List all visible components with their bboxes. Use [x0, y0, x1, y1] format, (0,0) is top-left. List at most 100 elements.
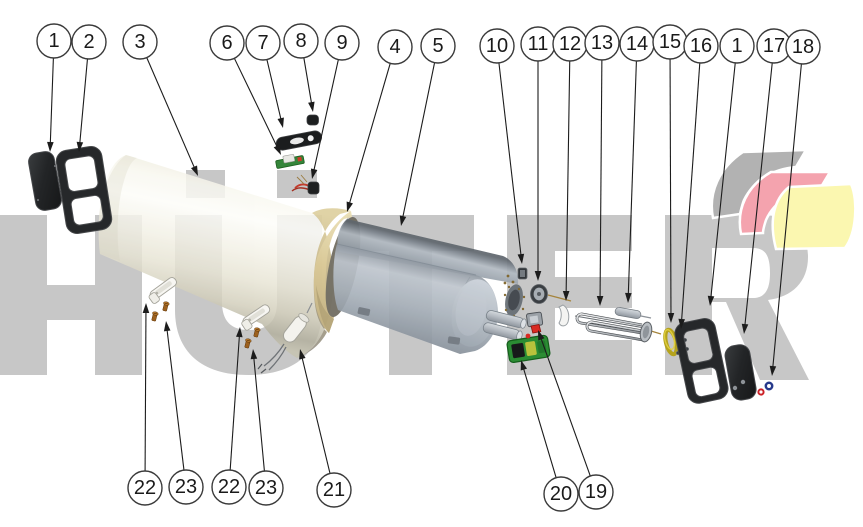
- callout-number: 11: [528, 33, 549, 55]
- part-pcb: [275, 154, 305, 169]
- leader-line: [146, 57, 196, 170]
- callout-number: 22: [218, 476, 240, 498]
- callout-circle: [479, 28, 515, 64]
- callout-circle: [127, 470, 163, 506]
- leader-arrowhead: [562, 290, 570, 301]
- part-clip: [558, 304, 570, 327]
- part-bracket-1: [148, 277, 177, 304]
- leader-arrowhead: [236, 327, 243, 338]
- watermark-letter-R: [665, 215, 809, 380]
- callout-number: 7: [257, 32, 268, 54]
- callout-19-25: 19: [538, 330, 614, 510]
- callout-circle: [785, 29, 821, 65]
- callout-number: 14: [626, 33, 648, 55]
- leader-arrowhead: [625, 292, 632, 303]
- callout-11-10: 11: [520, 26, 556, 281]
- callout-circle: [122, 24, 158, 60]
- callout-14-13: 14: [619, 26, 655, 303]
- callout-number: 8: [295, 30, 306, 52]
- callout-circle: [316, 472, 352, 508]
- leader-arrowhead: [190, 165, 198, 176]
- part-terminal-block: [506, 333, 551, 364]
- callout-number: 3: [134, 31, 145, 53]
- leader-arrowhead: [678, 318, 685, 329]
- callout-circle: [248, 470, 284, 506]
- callout-1-16: 1: [707, 28, 755, 306]
- part-front-tank: [333, 243, 526, 354]
- callout-circle: [584, 25, 620, 61]
- part-flange-cover: [724, 344, 757, 401]
- logo-mark: [710, 148, 857, 251]
- leader-line: [312, 59, 339, 173]
- leader-arrowhead: [273, 144, 281, 155]
- callout-circle: [283, 23, 319, 59]
- leader-line: [669, 58, 672, 317]
- leader-arrowhead: [250, 349, 258, 360]
- leader-line: [229, 333, 241, 471]
- logo-yellow-page: [771, 182, 857, 251]
- callout-3-2: 3: [122, 24, 198, 176]
- part-bracket-screws-1: [151, 301, 170, 322]
- tank-pipe-stubs: [482, 310, 527, 341]
- callout-circle: [683, 28, 719, 64]
- callout-circle: [211, 469, 247, 505]
- ring-face: [313, 211, 352, 333]
- leader-line: [144, 309, 147, 472]
- part-bracket-2: [241, 304, 271, 331]
- callout-10-9: 10: [479, 28, 525, 264]
- leader-arrowhead: [741, 323, 749, 334]
- callout-9-6: 9: [310, 25, 360, 179]
- part-knob: [306, 114, 319, 126]
- callout-number: 23: [175, 476, 197, 498]
- callout-5-8: 5: [399, 28, 456, 226]
- callout-circle: [36, 23, 72, 59]
- callout-circle: [420, 28, 456, 64]
- callout-number: 16: [690, 35, 712, 57]
- ring-face-bottom: [316, 285, 334, 333]
- leader-arrowhead: [520, 360, 528, 371]
- part-orings: [757, 381, 774, 396]
- callout-number: 6: [221, 32, 232, 54]
- leader-arrowhead: [346, 201, 353, 212]
- leader-arrowhead: [534, 271, 542, 281]
- callout-21-23: 21: [299, 349, 352, 508]
- leader-arrowhead: [667, 312, 675, 323]
- callout-22-21: 22: [211, 327, 247, 505]
- callout-circle: [578, 474, 614, 510]
- leader-line: [772, 63, 802, 370]
- callout-number: 1: [48, 30, 59, 52]
- callout-number: 17: [763, 35, 785, 57]
- callout-circle: [543, 476, 579, 512]
- callout-16-15: 16: [678, 28, 719, 329]
- leader-line: [498, 62, 522, 258]
- leader-arrowhead: [308, 101, 315, 112]
- callout-circle: [377, 29, 413, 65]
- leader-arrowhead: [517, 253, 525, 264]
- part-outer-casing: [98, 155, 334, 358]
- leader-arrowhead: [769, 365, 777, 376]
- callout-number: 23: [255, 477, 277, 499]
- callout-23-22: 23: [248, 349, 284, 506]
- callout-1-0: 1: [36, 23, 72, 152]
- leader-arrowhead: [310, 168, 318, 179]
- leader-line: [166, 327, 185, 471]
- callout-number: 1: [731, 35, 742, 57]
- callout-23-20: 23: [163, 321, 204, 505]
- leader-line: [565, 60, 571, 295]
- part-gasket-frame: [674, 318, 729, 404]
- callout-6-3: 6: [209, 25, 281, 155]
- callout-circle: [209, 25, 245, 61]
- part-anode: [614, 307, 652, 319]
- part-control-group: [275, 114, 323, 195]
- callout-circle: [719, 28, 755, 64]
- leader-arrowhead: [538, 330, 545, 341]
- callout-number: 13: [591, 32, 613, 54]
- leader-arrowhead: [596, 295, 604, 306]
- part-capacitor: [257, 302, 313, 374]
- leader-line: [253, 355, 265, 472]
- callout-22-19: 22: [127, 303, 163, 506]
- part-cover-frame: [55, 146, 113, 234]
- callout-12-11: 12: [552, 26, 588, 301]
- callout-2-1: 2: [71, 24, 107, 152]
